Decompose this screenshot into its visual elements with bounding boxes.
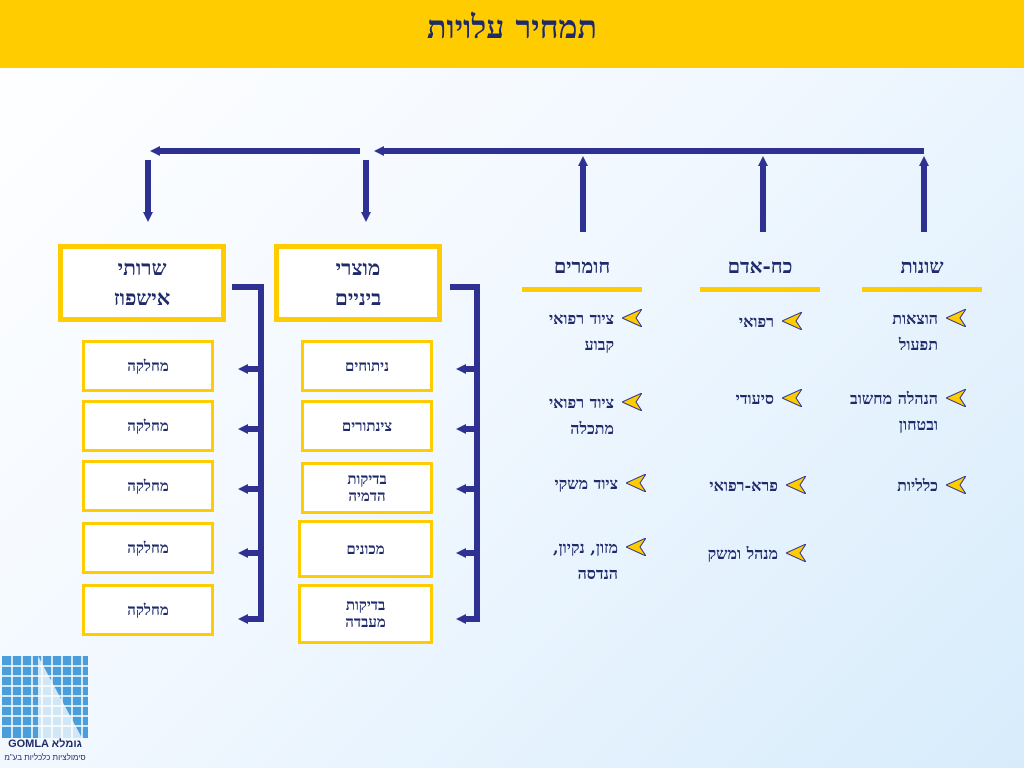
gomla-logo — [2, 656, 88, 738]
arrow-bullet-icon — [622, 309, 642, 327]
category-underline — [862, 287, 982, 292]
category-underline — [700, 287, 820, 292]
intermediate-item: מכונים — [298, 520, 433, 578]
category-chomarim: חומרים — [553, 254, 611, 278]
logo-subtitle: סימולציות כלכליות בע"מ — [4, 753, 86, 762]
department-box: מחלקה — [82, 400, 214, 452]
intermediate-item: צינתורים — [301, 400, 433, 452]
intermediate-item: ניתוחים — [301, 340, 433, 392]
chomarim-item: מזון, נקיון, הנדסה — [553, 538, 618, 583]
category-shonot: שונות — [900, 254, 944, 278]
page-title: תמחיר עלויות — [426, 8, 598, 46]
chomarim-item: ציוד רפואי קבוע — [548, 309, 614, 354]
chomarim-item: ציוד משקי — [554, 474, 618, 493]
arrow-bullet-icon — [622, 393, 642, 411]
intermediate-products-box: מוצרי ביניים — [274, 244, 442, 322]
category-underline — [522, 287, 642, 292]
arrow-bullet-icon — [946, 389, 966, 407]
koach-adam-item: רפואי — [738, 312, 774, 331]
department-box: מחלקה — [82, 460, 214, 512]
department-box: מחלקה — [82, 340, 214, 392]
bracket-departments — [232, 284, 264, 622]
shonot-item: כלליות — [897, 476, 938, 495]
arrow-bullet-icon — [626, 538, 646, 556]
koach-adam-item: מנהל ומשק — [707, 544, 778, 563]
bracket-intermediate — [450, 284, 480, 622]
intermediate-item: בדיקות הדמיה — [301, 462, 433, 514]
arrow-bullet-icon — [786, 544, 806, 562]
arrow-bullet-icon — [946, 309, 966, 327]
hospital-services-box: שרותי אישפוז — [58, 244, 226, 322]
shonot-item: הנהלה מחשוב ובטחון — [850, 389, 938, 434]
arrow-bullet-icon — [786, 476, 806, 494]
arrow-bullet-icon — [782, 312, 802, 330]
koach-adam-item: סיעודי — [735, 389, 774, 408]
arrow-bullet-icon — [782, 389, 802, 407]
chomarim-item: ציוד רפואי מתכלה — [548, 393, 614, 438]
logo-name: GOMLA גומלא — [8, 738, 82, 750]
title-bar — [0, 0, 1024, 68]
arrow-bullet-icon — [946, 476, 966, 494]
department-box: מחלקה — [82, 522, 214, 574]
category-koach-adam: כח-אדם — [727, 254, 793, 278]
koach-adam-item: פרא-רפואי — [709, 476, 778, 495]
department-box: מחלקה — [82, 584, 214, 636]
intermediate-item: בדיקות מעבדה — [298, 584, 433, 644]
arrow-bullet-icon — [626, 474, 646, 492]
shonot-item: הוצאות תפעול — [892, 309, 938, 354]
